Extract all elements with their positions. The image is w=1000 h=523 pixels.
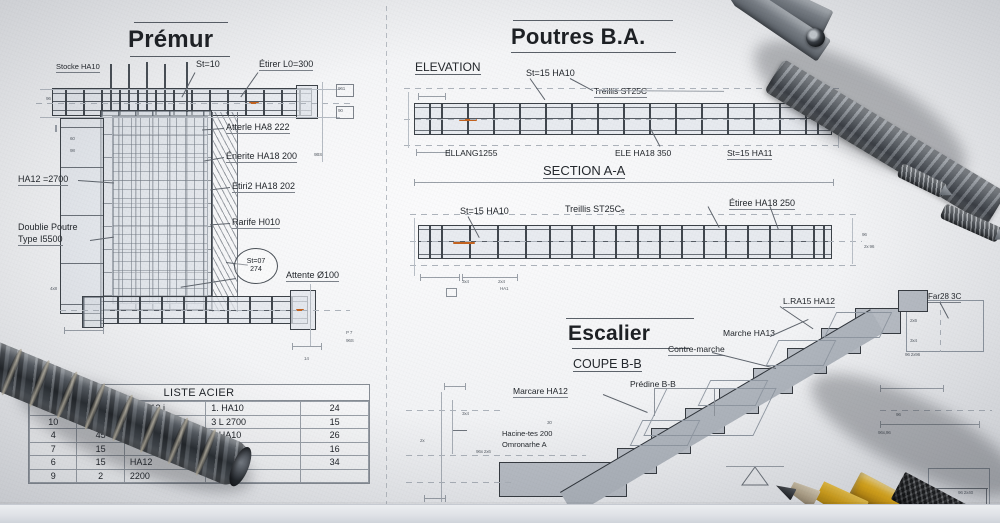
anno-l-ra15-ha12: L.RA15 HA12 (783, 296, 835, 308)
anno-st10: St=10 (196, 59, 220, 69)
poutres-micro-4: 2x 96 (864, 244, 875, 249)
premur-micro-3: 9BS (314, 152, 323, 157)
anno-contre-marche: Contre-marche (668, 344, 725, 356)
table-cell: 2 (76, 468, 125, 483)
anno-type-i5500: Type I5500 (18, 234, 63, 246)
panel-divider (386, 6, 387, 515)
anno-marche-ha13: Marche HA13 (723, 328, 775, 338)
right-detail-box-1 (906, 300, 984, 352)
premur-title: Prémur (128, 22, 230, 57)
escalier-micro-7: 2x (420, 438, 425, 443)
bubble-line-1: St=07 (246, 258, 266, 265)
stair-ghost-outline (643, 388, 777, 436)
poutres-micro-3: 96 (862, 232, 867, 237)
premur-tag-box-1 (336, 84, 354, 97)
escalier-micro-6: 3x4 (462, 411, 469, 416)
support-triangle-icon (741, 466, 769, 486)
premur-micro-1: 60 (70, 136, 75, 141)
bubble-line-2: 274 (250, 266, 262, 273)
escalier-micro-9: 30 (547, 420, 552, 425)
right-detail-step (898, 290, 928, 312)
premur-micro-2: 98 (70, 148, 75, 153)
anno-etirer-l0: Étirer L0=300 (259, 59, 314, 71)
escalier-micro-4: 96x,96 (878, 430, 891, 435)
poutres-view-section: SECTION A-A (543, 163, 626, 179)
anno-sec-treillis: Treillis ST25Cₑ (565, 204, 625, 214)
screw (939, 203, 1000, 243)
anno-hacine-tes: Hacine-tes 200 (502, 429, 553, 438)
table-cell (300, 468, 369, 483)
stair-ghost-outline (823, 312, 893, 338)
premur-tag-box-2 (336, 106, 354, 119)
poutres-micro-1: 2x4 (498, 279, 505, 284)
anno-elev-ele-ha18: ELE HA18 350 (615, 148, 672, 158)
anno-elev-st15-ha11: St=15 HA11 (727, 148, 773, 160)
premur-micro-7: 14 (304, 356, 309, 361)
anno-sec-etiree: Étiree HA18 250 (729, 198, 796, 210)
escalier-subtitle: COUPE B-B (573, 357, 642, 372)
premur-callout-bubble: St=07 274 (234, 248, 278, 284)
anno-enerite: Énerite HA18 200 (226, 151, 298, 163)
anno-rarife: Rarife H010 (232, 217, 281, 229)
anno-atterle: Atterle HA8 222 (226, 122, 290, 134)
escalier-title: Escalier (566, 318, 694, 349)
table-cell: 7 (28, 441, 78, 456)
premur-left-return-cage (60, 118, 104, 314)
table-cell: 3 L 2700 (205, 414, 302, 429)
table-cell: 16 (300, 441, 369, 456)
sheet-bottom-edge (0, 504, 1000, 523)
premur-micro-6: 96S (346, 338, 354, 343)
table-cell: 26 (300, 428, 369, 443)
escalier-micro-3: 96 (896, 412, 901, 417)
poutres-micro-2: HA1 (500, 286, 509, 291)
anno-far28: Far28 3C (928, 292, 962, 303)
escalier-micro-2: 96 2x96 (905, 352, 920, 357)
escalier-micro-8: 96x 2x6 (476, 449, 491, 454)
pencil-graphite-tip (773, 480, 797, 501)
table-cell: 15 (300, 414, 369, 429)
premur-micro-4: 4x8 (50, 286, 57, 291)
anno-elev-treillis: Treillis ST25C (594, 86, 648, 98)
premur-micro-5: P 7 (346, 330, 353, 335)
table-cell: 34 (300, 455, 369, 470)
table-cell: 6 (28, 455, 78, 470)
poutres-view-elevation: ELEVATION (415, 60, 481, 75)
escalier-micro-0: 2x6 (910, 318, 917, 323)
anno-stocke-ha10: Stocke HA10 (56, 62, 100, 73)
anno-marcare-ha12: Marcare HA12 (513, 386, 568, 398)
table-cell: 24 (300, 401, 369, 416)
premur-tag-2-text: 90 (338, 108, 343, 113)
premur-tag-1-text: 961 (338, 86, 346, 91)
section-marker-box (446, 288, 457, 297)
premur-footing-left-block (82, 296, 104, 328)
cutter-jaw-upper (714, 0, 833, 35)
anno-sec-st15-ha10: St=15 HA10 (460, 206, 509, 216)
support-symbol (741, 466, 769, 486)
premur-wall-mesh (112, 116, 208, 304)
anno-attente: Attente Ø100 (286, 270, 340, 282)
table-cell: 9 (28, 468, 78, 483)
anno-omronarhe: Omronarhe A (502, 440, 547, 449)
anno-predine-bb: Prédine B-B (630, 379, 676, 389)
anno-etiri2: Etiri2 HA18 202 (232, 181, 296, 193)
anno-ha12-2700: HA12 =2700 (18, 174, 69, 186)
poutres-title: Poutres B.A. (511, 20, 676, 53)
premur-micro-0: 96 (46, 96, 51, 101)
anno-elev-ellang: ELLANG1255 (445, 148, 498, 158)
premur-top-end-block (296, 85, 318, 119)
anno-doublie-poutre: Doublie Poutre (18, 222, 78, 232)
anno-elev-st15-ha10: St=15 HA10 (526, 68, 575, 78)
poutres-micro-0: 3x4 (462, 279, 469, 284)
table-cell: 1. HA10 (205, 401, 302, 416)
escalier-micro-1: 3x4 (910, 338, 917, 343)
poutres-section-cage (418, 225, 832, 259)
